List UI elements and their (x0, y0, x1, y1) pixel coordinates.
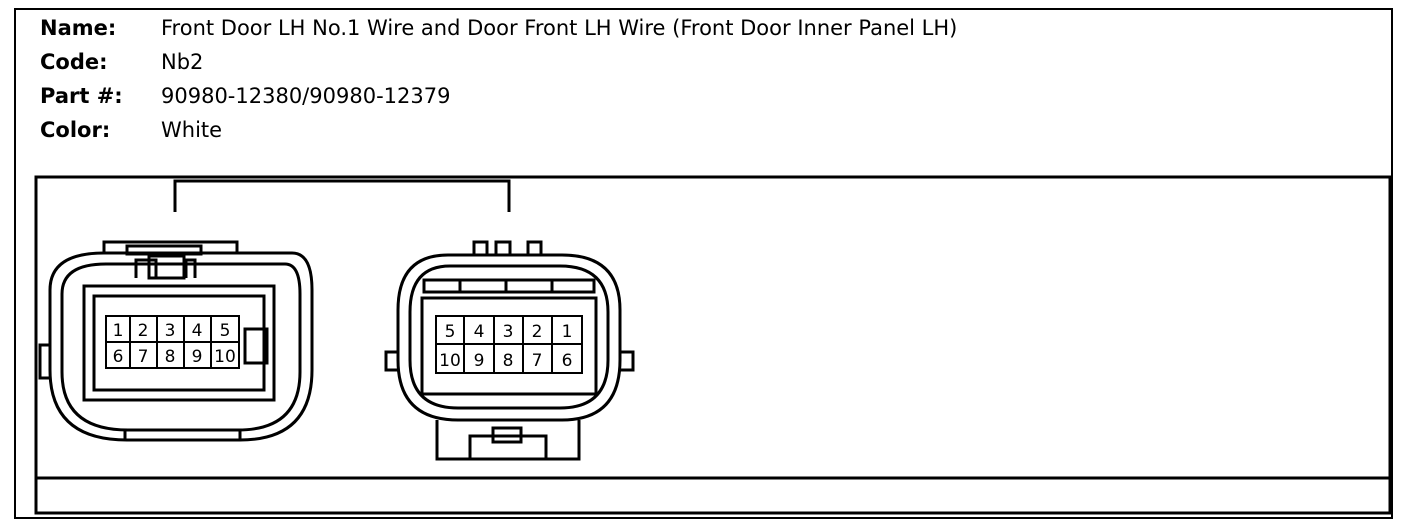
part-label: Part #: (40, 84, 123, 108)
right-pin-row-2: 10 9 8 7 6 (439, 351, 572, 371)
left-connector (38, 240, 314, 442)
right-pin-3: 3 (503, 322, 514, 342)
right-pin-1: 1 (562, 322, 573, 342)
left-pin-row-2: 6 7 8 9 10 (113, 347, 236, 367)
left-pin-7: 7 (138, 347, 149, 367)
name-label: Name: (40, 16, 117, 40)
left-pin-1: 1 (113, 321, 124, 341)
right-pin-10: 10 (439, 351, 461, 371)
mating-bracket (173, 179, 511, 212)
right-pin-2: 2 (532, 322, 543, 342)
left-pin-8: 8 (165, 347, 176, 367)
name-value: Front Door LH No.1 Wire and Door Front L… (161, 16, 958, 40)
left-pin-row-1: 1 2 3 4 5 (113, 321, 231, 341)
color-label: Color: (40, 118, 111, 142)
part-value: 90980-12380/90980-12379 (161, 84, 451, 108)
diagram-panel (34, 175, 1392, 515)
left-pin-9: 9 (192, 347, 203, 367)
left-pin-6: 6 (113, 347, 124, 367)
outer-frame (14, 8, 1393, 519)
right-connector (384, 240, 635, 461)
code-label: Code: (40, 50, 108, 74)
right-pin-8: 8 (503, 351, 514, 371)
right-pin-7: 7 (532, 351, 543, 371)
left-pin-3: 3 (165, 321, 176, 341)
left-pin-2: 2 (138, 321, 149, 341)
left-pin-10: 10 (214, 347, 236, 367)
right-pin-5: 5 (445, 322, 456, 342)
right-pin-4: 4 (474, 322, 485, 342)
right-pin-row-1: 5 4 3 2 1 (445, 322, 573, 342)
code-value: Nb2 (161, 50, 204, 74)
right-pin-9: 9 (474, 351, 485, 371)
color-value: White (161, 118, 223, 142)
right-pin-6: 6 (562, 351, 573, 371)
left-pin-4: 4 (192, 321, 203, 341)
left-pin-5: 5 (220, 321, 231, 341)
